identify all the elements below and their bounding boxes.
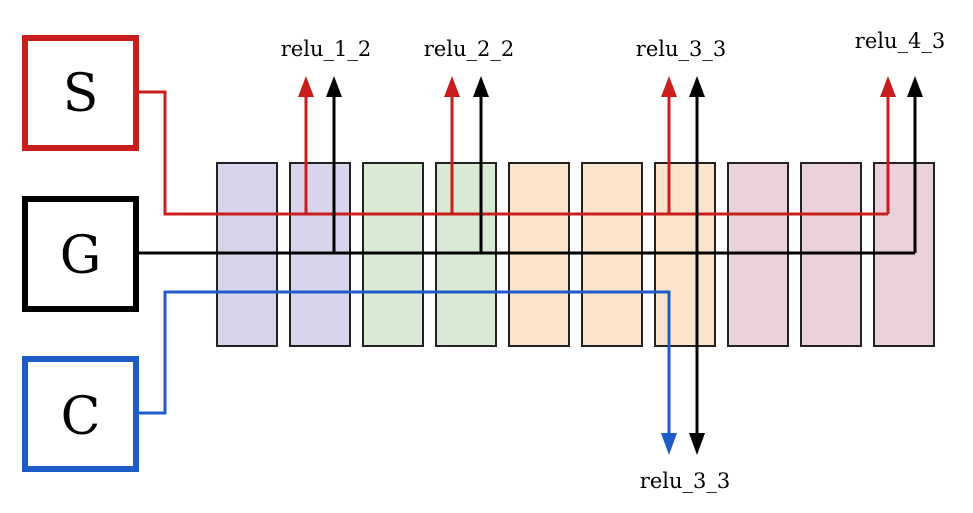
content-path xyxy=(136,290,677,455)
label-relu-4-3: relu_4_3 xyxy=(855,29,945,53)
generated-arrowhead-down xyxy=(689,433,705,455)
input-box-g: G xyxy=(22,196,139,312)
generated-arrowhead-2 xyxy=(473,76,489,97)
generated-path xyxy=(136,76,923,455)
style-arrowhead-2 xyxy=(444,76,460,97)
input-s-letter: S xyxy=(63,64,99,124)
label-relu-1-2: relu_1_2 xyxy=(281,37,371,61)
style-arrowhead-3 xyxy=(661,76,677,97)
generated-arrowhead-3 xyxy=(689,76,705,97)
label-relu-3-3-bottom: relu_3_3 xyxy=(640,469,730,493)
style-path xyxy=(136,76,896,216)
generated-arrowhead-4 xyxy=(907,76,923,97)
input-box-c: C xyxy=(22,356,139,472)
input-c-letter: C xyxy=(61,387,101,447)
style-arrowhead-1 xyxy=(298,76,314,97)
label-relu-2-2: relu_2_2 xyxy=(424,37,514,61)
label-relu-3-3-top: relu_3_3 xyxy=(636,37,726,61)
input-g-letter: G xyxy=(60,226,102,286)
content-arrowhead-down xyxy=(661,433,677,455)
content-main-line xyxy=(136,290,671,440)
layer-labels: relu_1_2 relu_2_2 relu_3_3 relu_4_3 relu… xyxy=(281,29,945,493)
generated-arrowhead-1 xyxy=(326,76,342,97)
style-arrowhead-4 xyxy=(880,76,896,97)
style-main-line xyxy=(136,90,888,216)
input-box-s: S xyxy=(22,35,139,151)
